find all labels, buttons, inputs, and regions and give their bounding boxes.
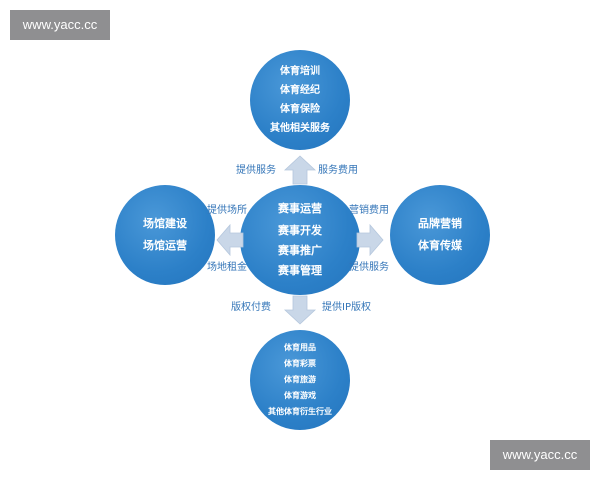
bottom-item: 其他体育衍生行业 (268, 407, 332, 416)
label-service-fees: 服务费用 (318, 165, 358, 176)
label-provide-services-top: 提供服务 (236, 165, 276, 176)
bottom-circle-derivatives: 体育用品 体育彩票 体育旅游 体育游戏 其他体育衍生行业 (250, 330, 350, 430)
label-provide-venue: 提供场所 (207, 205, 247, 216)
center-item: 赛事开发 (278, 224, 322, 237)
arrow-right-icon (356, 223, 384, 257)
watermark-top: www.yacc.cc (10, 10, 110, 40)
label-venue-rent: 场地租金 (207, 262, 247, 273)
arrow-down-icon (283, 295, 317, 325)
label-copyright-payment: 版权付费 (231, 302, 271, 313)
arrow-left-icon (216, 223, 244, 257)
bottom-item: 体育彩票 (284, 359, 316, 368)
center-circle-event-operation: 赛事运营 赛事开发 赛事推广 赛事管理 (240, 185, 360, 295)
label-provide-ip-rights: 提供IP版权 (322, 302, 371, 313)
top-item: 其他相关服务 (270, 123, 330, 134)
right-circle-marketing: 品牌营销 体育传媒 (390, 185, 490, 285)
bottom-item: 体育旅游 (284, 375, 316, 384)
center-item: 赛事管理 (278, 264, 322, 277)
label-provide-services-right: 提供服务 (349, 262, 389, 273)
arrow-up-icon (283, 155, 317, 185)
top-item: 体育培训 (280, 66, 320, 77)
top-item: 体育保险 (280, 104, 320, 115)
left-item: 场馆运营 (143, 239, 187, 252)
left-circle-venues: 场馆建设 场馆运营 (115, 185, 215, 285)
top-circle-services: 体育培训 体育经纪 体育保险 其他相关服务 (250, 50, 350, 150)
top-item: 体育经纪 (280, 85, 320, 96)
right-item: 品牌营销 (418, 217, 462, 230)
left-item: 场馆建设 (143, 217, 187, 230)
center-item: 赛事推广 (278, 244, 322, 257)
label-marketing-fees: 营销费用 (349, 205, 389, 216)
watermark-bottom: www.yacc.cc (490, 440, 590, 470)
center-title: 赛事运营 (278, 202, 322, 215)
right-item: 体育传媒 (418, 239, 462, 252)
bottom-item: 体育用品 (284, 343, 316, 352)
bottom-item: 体育游戏 (284, 391, 316, 400)
